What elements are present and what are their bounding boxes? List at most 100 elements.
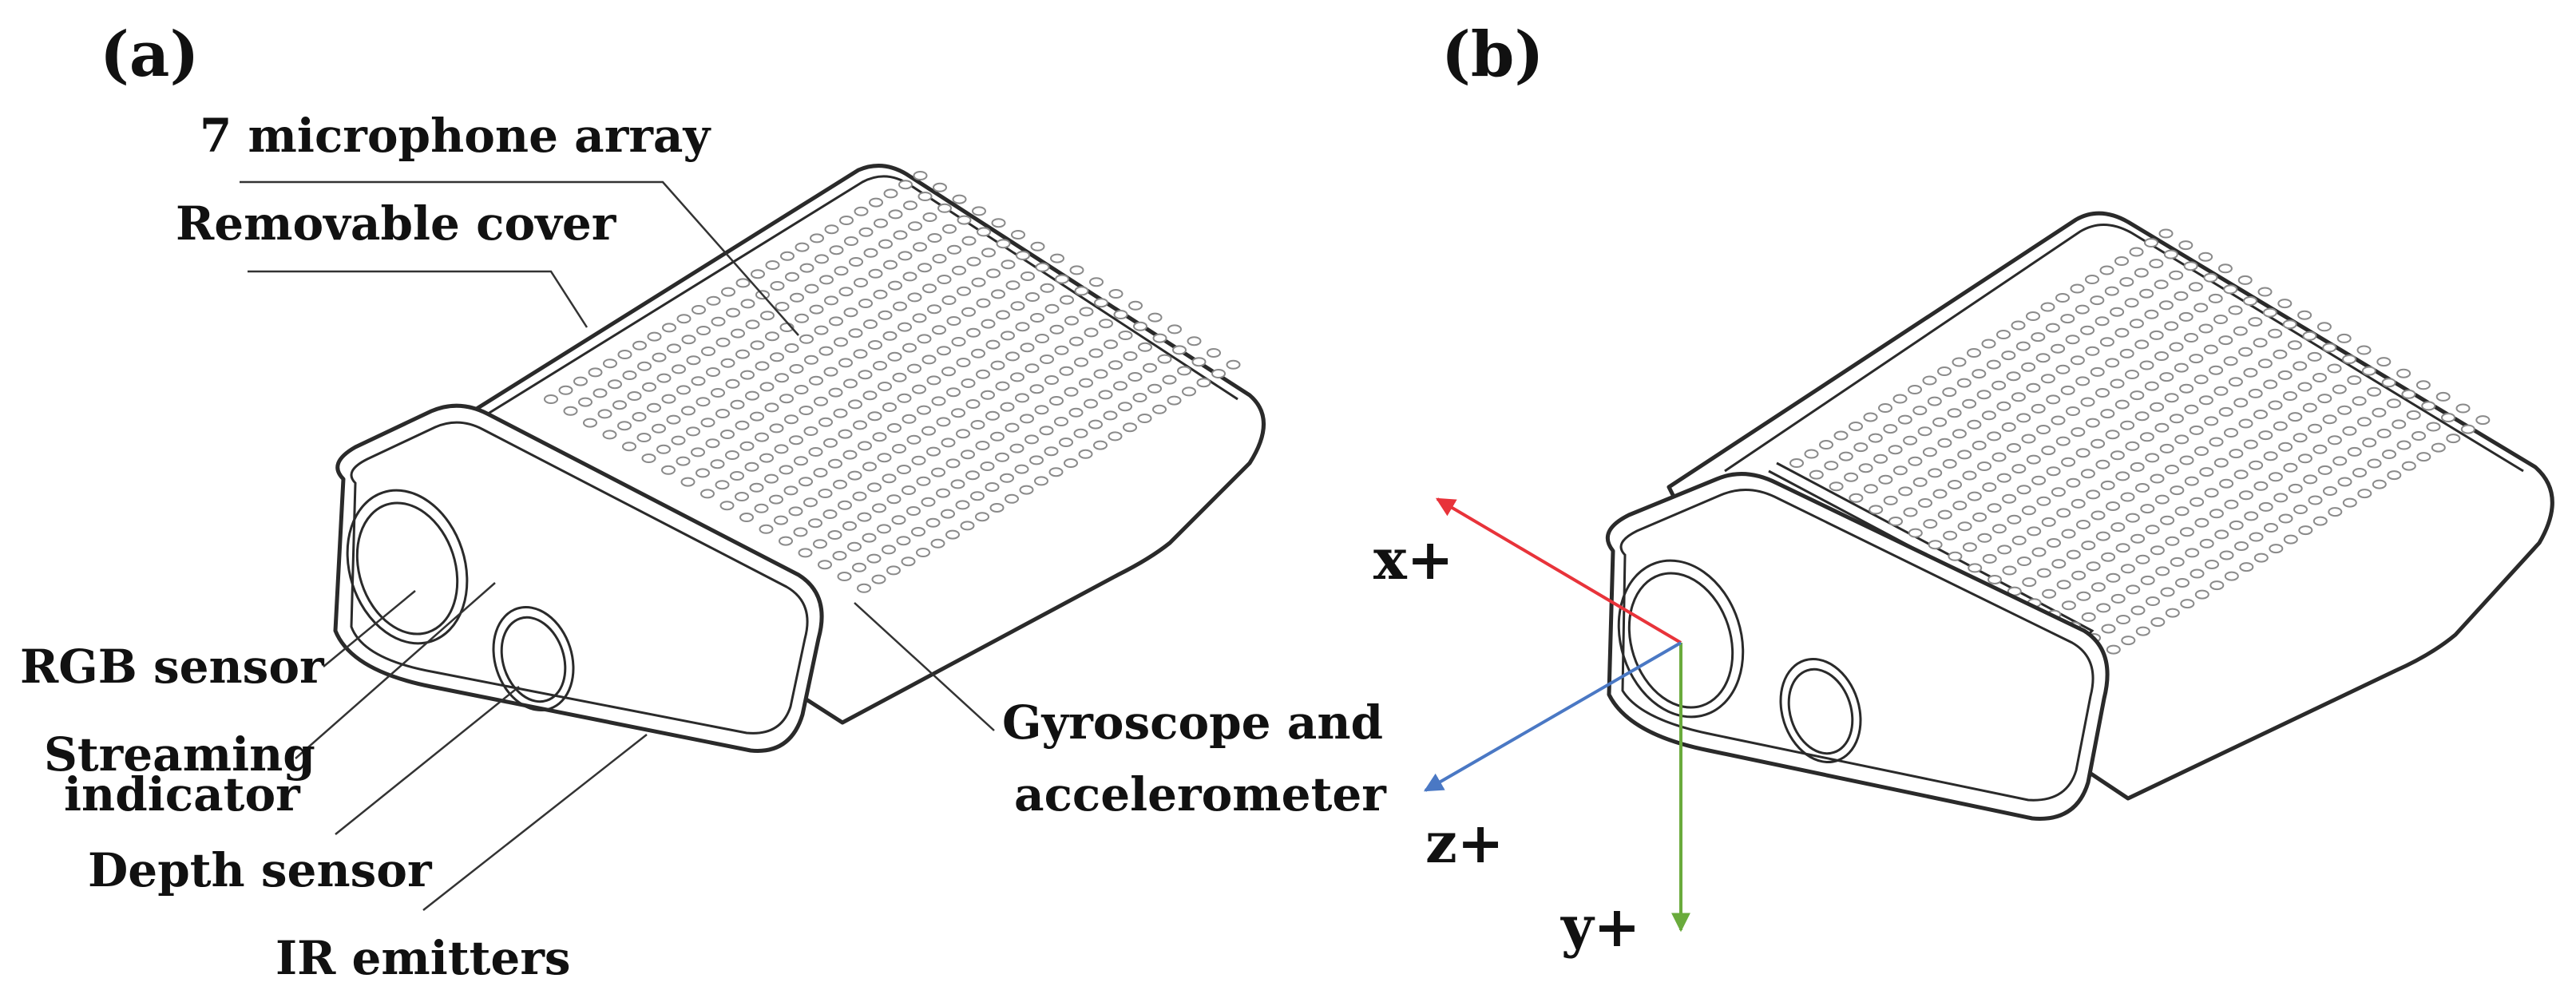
grille-hole — [715, 480, 730, 490]
grille-hole — [1196, 378, 1211, 388]
grille-hole — [862, 461, 877, 472]
grille-hole — [1113, 381, 1127, 391]
grille-hole — [1991, 380, 2007, 390]
grille-hole — [917, 334, 932, 344]
grille-hole — [696, 326, 711, 335]
grille-hole — [873, 289, 888, 299]
grille-hole — [739, 513, 754, 522]
grille-hole — [868, 340, 882, 350]
grille-hole — [2264, 523, 2278, 533]
grille-hole — [2021, 362, 2036, 372]
grille-hole — [745, 390, 759, 401]
grille-hole — [2040, 302, 2055, 312]
grille-hole — [2248, 317, 2263, 327]
grille-hole — [832, 551, 847, 560]
grille-hole — [898, 180, 913, 190]
grille-hole — [823, 438, 838, 448]
grille-hole — [739, 441, 755, 451]
grille-hole — [2110, 378, 2125, 389]
grille-hole — [1016, 251, 1030, 260]
z-axis-label: z+ — [1425, 810, 1504, 876]
grille-hole — [877, 453, 892, 463]
grille-hole — [952, 194, 967, 204]
grille-hole — [858, 299, 873, 308]
grille-hole — [667, 343, 681, 354]
grille-hole — [2455, 403, 2471, 414]
grille-hole — [1972, 512, 1987, 522]
grille-hole — [873, 361, 887, 370]
grille-hole — [775, 302, 790, 311]
grille-hole — [2026, 311, 2040, 321]
grille-hole — [1869, 505, 1884, 515]
microphone-grille-a — [544, 171, 1241, 593]
grille-hole — [770, 281, 785, 291]
grille-hole — [2036, 425, 2051, 434]
grille-hole — [794, 385, 809, 394]
grille-hole — [1849, 422, 1863, 431]
grille-hole — [2145, 525, 2160, 535]
grille-hole — [740, 370, 755, 380]
grille-hole — [592, 388, 608, 398]
grille-hole — [2198, 251, 2213, 262]
grille-hole — [843, 307, 858, 318]
grille-hole — [1987, 431, 2002, 442]
grille-hole — [990, 360, 1005, 370]
grille-hole — [759, 524, 774, 534]
grille-hole — [828, 387, 843, 398]
grille-hole — [858, 227, 874, 237]
grille-hole — [2219, 478, 2234, 489]
grille-hole — [942, 224, 957, 234]
grille-hole — [813, 468, 828, 477]
grille-hole — [1833, 430, 1849, 441]
grille-hole — [834, 266, 849, 276]
grille-hole — [863, 319, 878, 329]
grille-hole — [2209, 509, 2224, 519]
grille-hole — [2194, 589, 2209, 600]
grille-hole — [2001, 422, 2016, 432]
grille-hole — [1049, 324, 1064, 335]
grille-hole — [871, 574, 886, 584]
grille-hole — [912, 313, 927, 323]
grille-hole — [2011, 392, 2026, 402]
grille-hole — [2219, 550, 2234, 560]
grille-hole — [701, 347, 715, 356]
grille-hole — [652, 352, 667, 362]
grille-hole — [720, 358, 735, 368]
grille-hole — [1059, 366, 1074, 376]
grille-hole — [970, 491, 985, 501]
grille-hole — [2100, 480, 2115, 490]
grille-hole — [2158, 228, 2174, 239]
grille-hole — [2243, 439, 2258, 450]
grille-hole — [981, 319, 996, 329]
grille-hole — [1844, 472, 1859, 482]
grille-hole — [671, 435, 686, 446]
grille-hole — [2135, 554, 2150, 564]
grille-hole — [933, 182, 947, 192]
grille-hole — [2194, 446, 2209, 456]
grille-hole — [2144, 309, 2159, 319]
grille-hole — [2322, 414, 2337, 425]
grille-hole — [903, 200, 917, 211]
grille-hole — [789, 364, 804, 374]
grille-hole — [1010, 372, 1024, 382]
grille-hole — [2047, 538, 2061, 548]
grille-hole — [863, 248, 878, 258]
panel-b: (b) x+ z+ y+ — [1373, 18, 2554, 960]
grille-hole — [2337, 405, 2352, 415]
grille-hole — [2090, 366, 2105, 377]
grille-hole — [2287, 340, 2302, 351]
grille-hole — [1064, 458, 1078, 468]
grille-hole — [882, 545, 896, 555]
grille-hole — [769, 494, 783, 505]
grille-hole — [793, 527, 808, 537]
grille-hole — [1922, 375, 1937, 386]
rgb-sensor-a — [346, 489, 469, 645]
grille-hole — [2086, 489, 2101, 500]
grille-hole — [837, 572, 852, 581]
grille-hole — [2293, 433, 2308, 443]
grille-hole — [2081, 541, 2096, 551]
grille-hole — [2110, 593, 2126, 604]
grille-hole — [1133, 321, 1147, 331]
grille-hole — [2257, 358, 2273, 369]
grille-hole — [2169, 414, 2184, 424]
